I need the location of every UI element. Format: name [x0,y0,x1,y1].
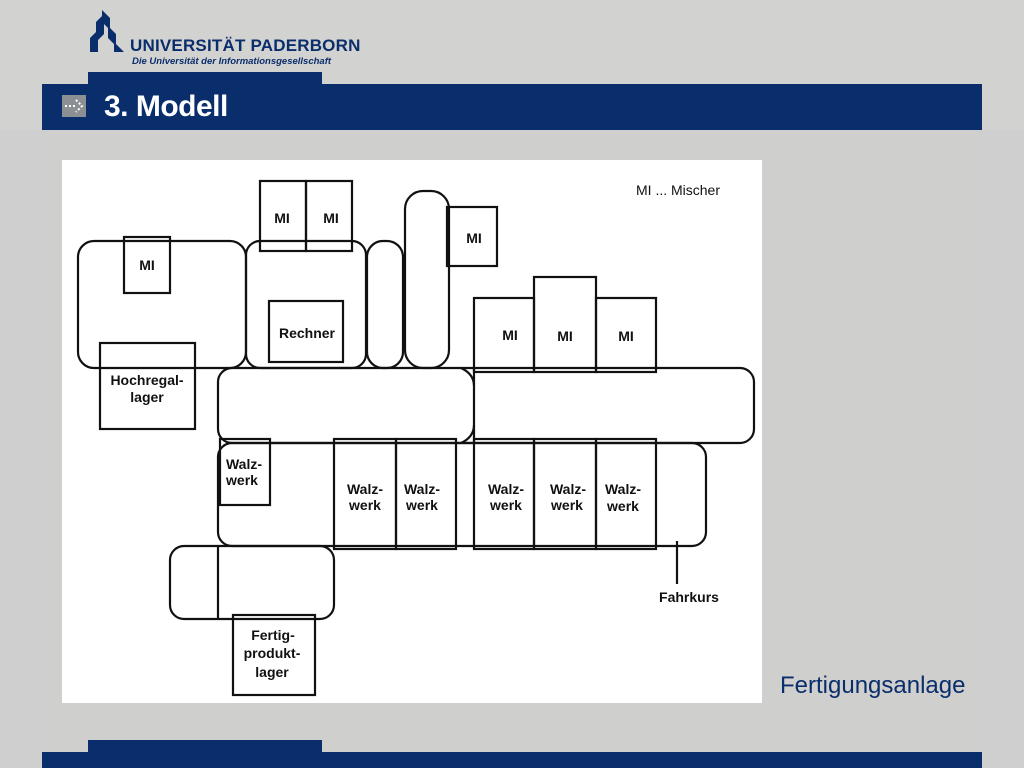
fertig-label-line3: lager [255,664,289,680]
walz-label-line2: werk [606,498,639,514]
walz-label-line1: Walz- [488,481,524,497]
walz-label-line1: Walz- [347,481,383,497]
zone-left-upper [76,239,248,370]
walzwerk-block-6 [594,437,658,551]
mi-block-4 [445,205,499,268]
university-subtitle: Die Universität der Informationsgesellsc… [132,56,332,67]
mi-label: MI [323,210,339,226]
zone-upper-middle [244,239,368,370]
walz-label-line2: werk [550,497,583,513]
mi-label: MI [466,230,482,246]
hochregal-label-line1: Hochregal- [110,372,183,388]
lane-main [216,366,756,445]
mi-block-7 [594,296,658,374]
mi-label: MI [557,328,573,344]
diagram-canvas: MI ... Mischer MI MI MI MI MI MI MI Rech… [76,179,756,697]
walz-label-line1: Walz- [605,481,641,497]
figure-caption: Fertigungsanlage [780,672,966,699]
university-logo: UNIVERSITÄT PADERBORN Die Universität de… [86,8,360,70]
fahrkurs-label: Fahrkurs [659,589,719,605]
rechner-block [267,299,345,364]
fertig-label-line1: Fertig- [251,627,295,643]
mi-label: MI [274,210,290,226]
title-bar [42,84,982,130]
slide-title: 3. Modell [104,90,228,123]
walzwerk-block-1 [218,437,272,507]
zone-bottom-left [168,544,336,621]
walz-label-line2: werk [489,497,522,513]
footer-bar [42,752,982,768]
rechner-label: Rechner [279,325,336,341]
footer-bar-tab [88,740,322,752]
zone-capsule-small [365,239,405,370]
title-bar-tab [88,72,322,84]
mi-label: MI [139,257,155,273]
walz-label-line2: werk [225,472,258,488]
legend-text: MI ... Mischer [636,182,720,198]
university-emblem-icon [90,10,124,52]
mi-block-3 [304,179,354,253]
fertigproduktlager-block [231,613,317,697]
hochregal-label-line2: lager [130,389,164,405]
zone-capsule-tall [403,189,451,370]
walz-label-line1: Walz- [550,481,586,497]
walz-label-line1: Walz- [404,481,440,497]
mi-block-6 [532,275,598,374]
zone-lower [216,441,708,548]
walz-label-line1: Walz- [226,456,262,472]
mi-label: MI [618,328,634,344]
arrow-right-icon [62,95,86,117]
mi-label: MI [502,327,518,343]
walz-label-line2: werk [348,497,381,513]
fertig-label-line2: produkt- [244,645,301,661]
hochregallager-block [98,341,197,431]
mi-block-1 [122,235,172,295]
walz-label-line2: werk [405,497,438,513]
factory-layout-diagram: MI ... Mischer MI MI MI MI MI MI MI Rech… [62,160,762,703]
university-name: UNIVERSITÄT PADERBORN [130,36,361,55]
walzwerk-block-3 [394,437,458,551]
